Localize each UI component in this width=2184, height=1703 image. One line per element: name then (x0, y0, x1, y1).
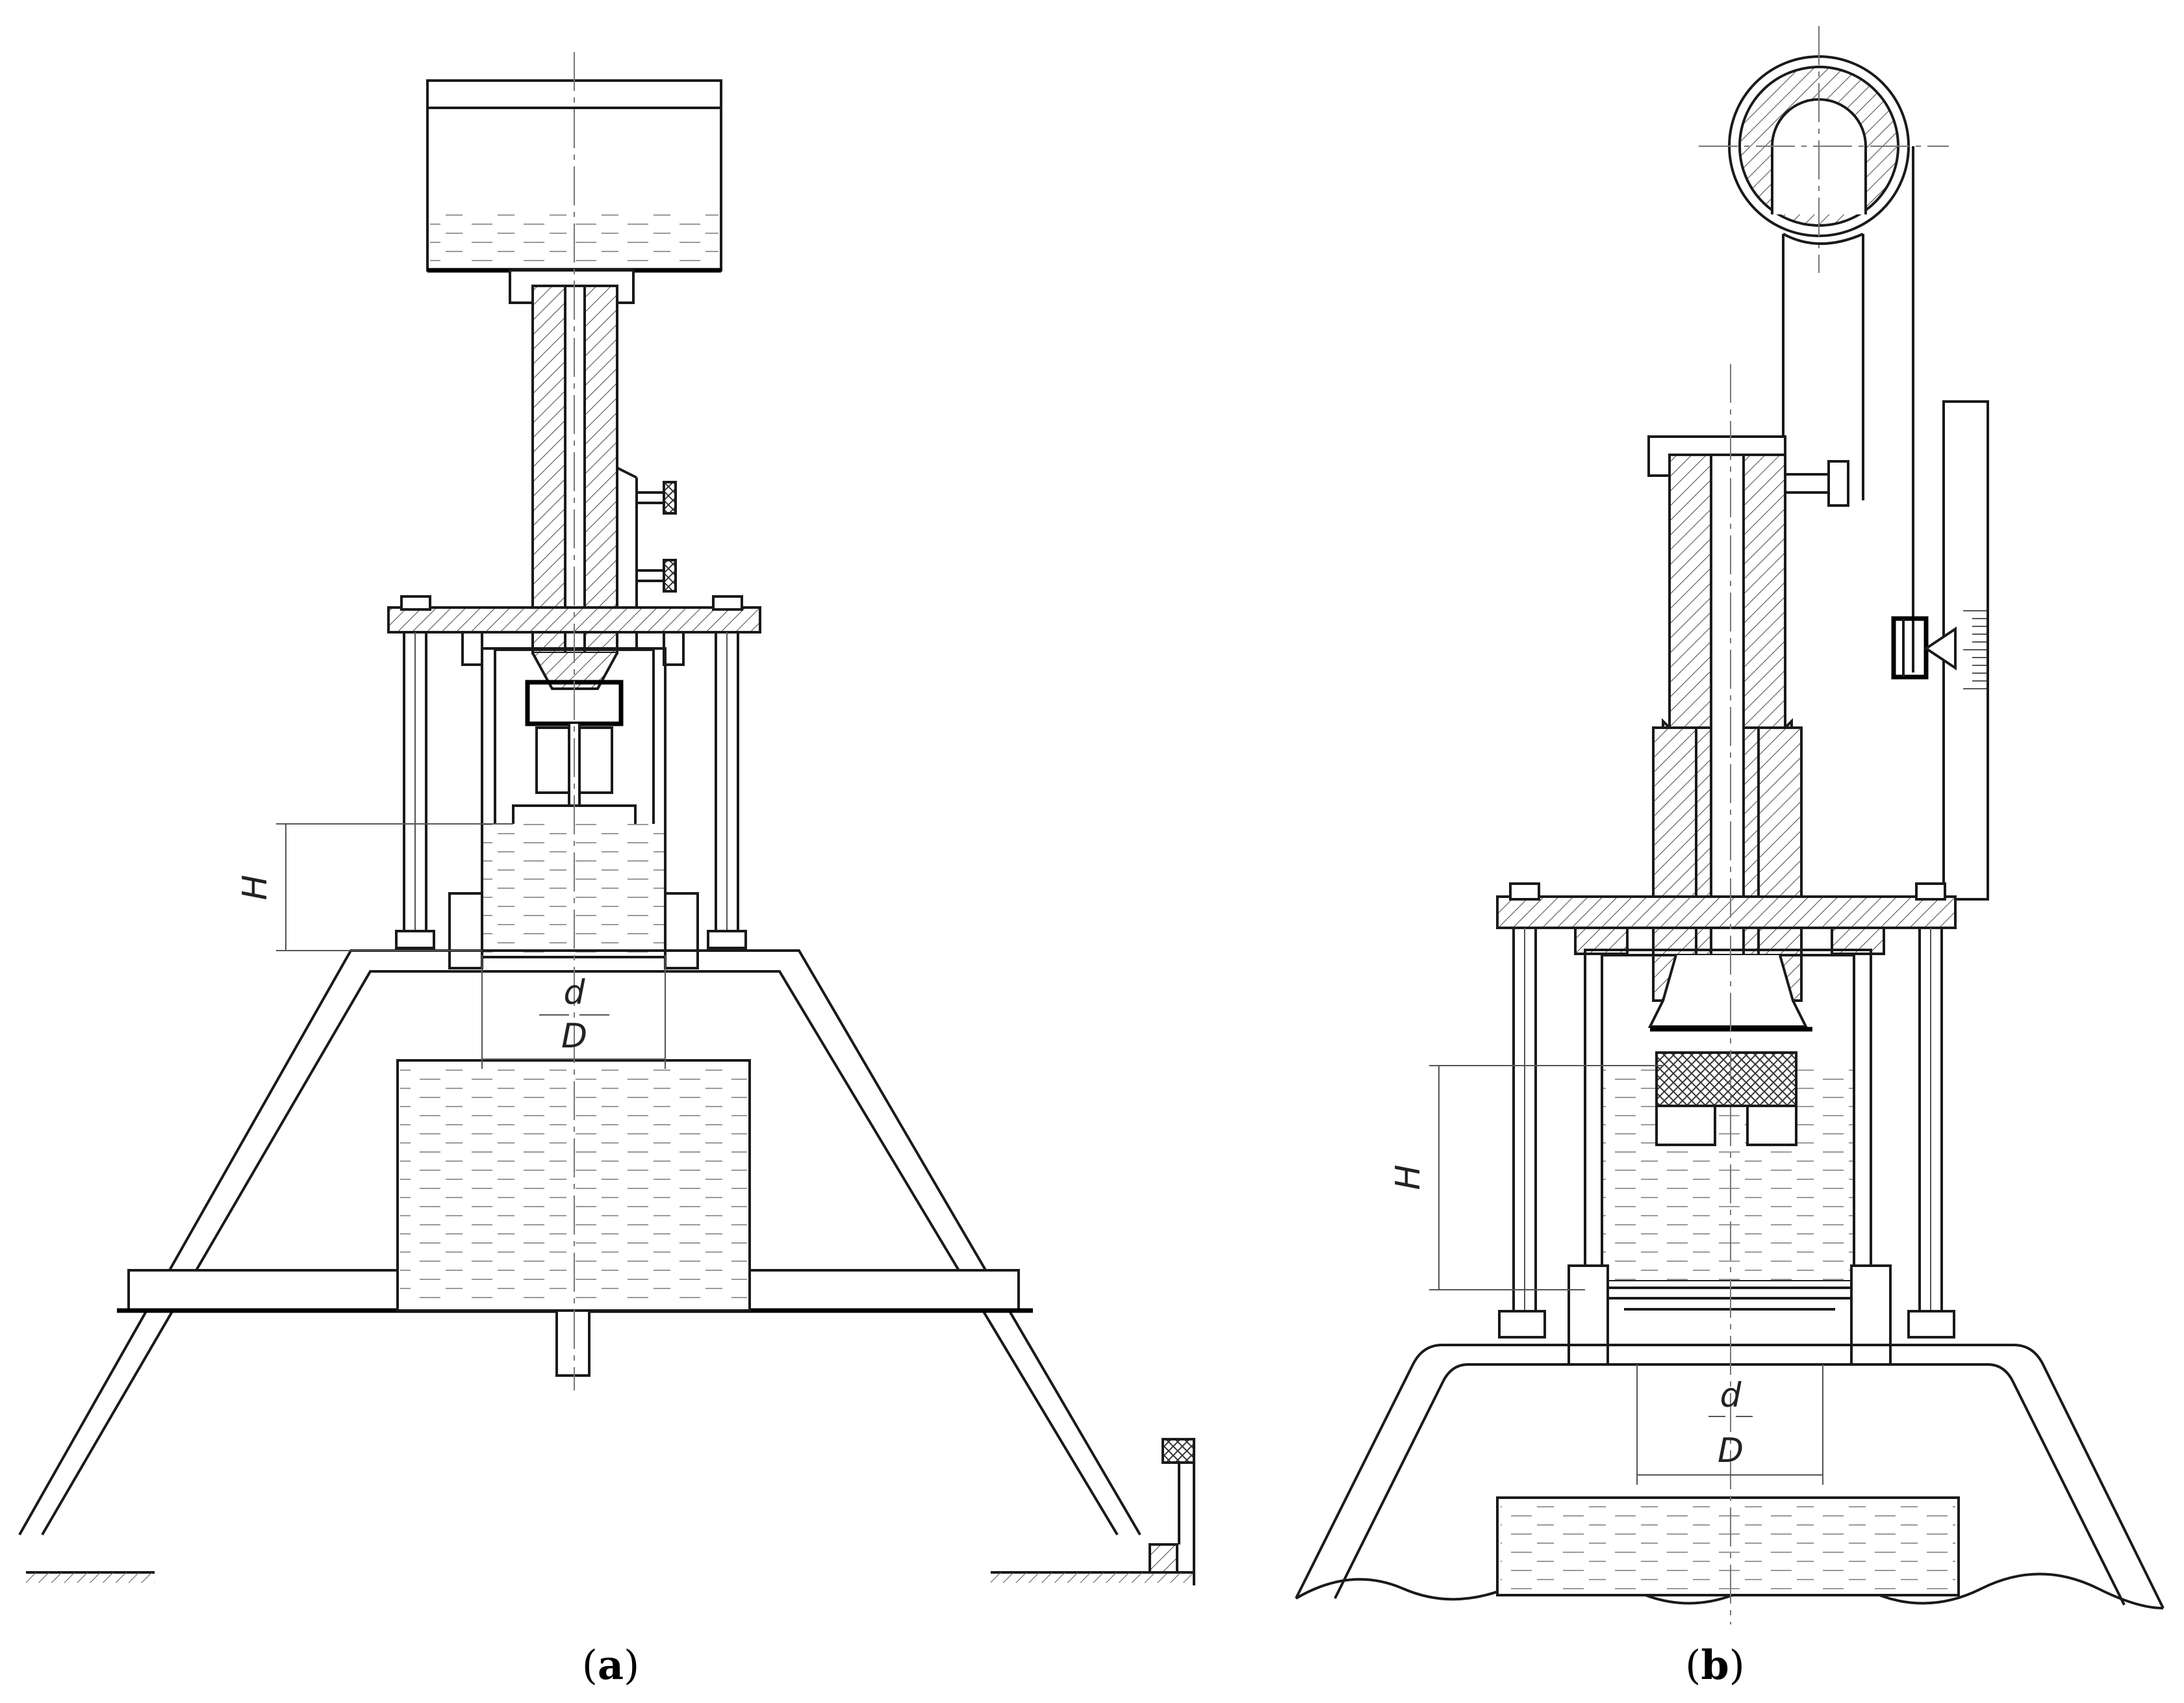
panel-b-scale-ticks (1963, 610, 1987, 689)
panel-b-scale (1891, 400, 1989, 901)
panel-a-mounting-plate (387, 595, 761, 949)
panel-b-mounting-plate (1496, 882, 1957, 1338)
panel-b-caption-open: ( (1685, 1641, 1701, 1689)
panel-b-vessel (1568, 949, 1892, 1366)
panel-a-caption: (a) (582, 1641, 640, 1689)
panel-b-arm (1782, 146, 1914, 672)
panel-b-caption: (b) (1685, 1641, 1745, 1689)
panel-a-label-orifice-diameter: d (563, 973, 585, 1012)
panel-b-label-height: H (1389, 1164, 1428, 1190)
panel-b-dimensions (1429, 1065, 1823, 1485)
panel-a-caption-letter: a (598, 1641, 624, 1689)
panel-a-dimensions (276, 823, 666, 1069)
panel-b-pulley (1699, 26, 1949, 273)
panel-a-drawing: H d D (a) (18, 52, 1195, 1689)
panel-b-label-orifice-diameter: d (1720, 1376, 1742, 1415)
panel-a-caption-open: ( (582, 1641, 598, 1689)
panel-a-label-height: H (236, 875, 275, 900)
panel-b-drawing: H d D (b) (1295, 26, 2165, 1689)
panel-b-base (1295, 1344, 2165, 1609)
panel-b-caption-close: ) (1729, 1641, 1745, 1689)
panel-a-ground (26, 1438, 1195, 1585)
panel-b-caption-letter: b (1701, 1641, 1729, 1689)
panel-a-thumb-screws (635, 481, 677, 593)
panel-b-label-vessel-diameter: D (1718, 1431, 1744, 1470)
panel-a-caption-close: ) (624, 1641, 639, 1689)
panel-a-label-vessel-diameter: D (561, 1017, 587, 1056)
